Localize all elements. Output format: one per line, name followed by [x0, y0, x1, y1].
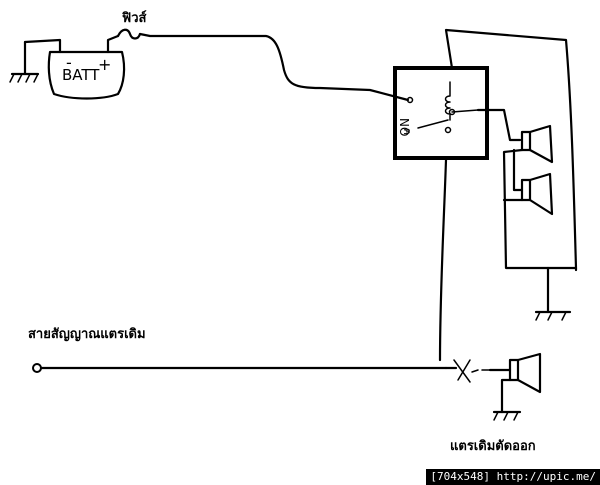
- horn-speaker-top: [520, 124, 554, 164]
- relay-nc-label: ค: [401, 128, 412, 135]
- battery-ground-symbol: [9, 40, 40, 83]
- speaker-link-wire: [512, 148, 524, 192]
- relay-terminal-a: [448, 108, 456, 116]
- battery-label: BATT: [62, 66, 100, 84]
- relay-output-wire: [476, 108, 522, 142]
- relay-to-signal-wire: [438, 158, 448, 362]
- signal-wire-terminal: [32, 363, 42, 373]
- wire-cut-mark: [444, 359, 491, 383]
- relay-box: [393, 66, 489, 160]
- speaker-wiring: [502, 148, 578, 272]
- battery-body: [47, 50, 126, 100]
- watermark-banner: [704x548] http://upic.me/: [426, 469, 600, 485]
- relay-coil-symbol: [444, 81, 451, 121]
- fuse-to-relay-wire: [138, 32, 410, 102]
- fuse-label: ฟิวส์: [122, 10, 147, 26]
- relay-no-label: NO: [397, 118, 411, 136]
- original-horn-ground-symbol: [492, 378, 522, 421]
- speaker-ground-symbol: [534, 266, 572, 321]
- relay-switch-contact: [417, 109, 479, 129]
- relay-top-wire: [444, 28, 578, 270]
- original-horn-cut-label: แตรเดิมตัดออก: [450, 439, 536, 454]
- original-signal-label: สายสัญญาณแตรเดิม: [28, 327, 146, 342]
- battery-minus-label: -: [66, 53, 72, 72]
- relay-terminal-b: [444, 126, 452, 134]
- original-horn-speaker: [488, 352, 542, 394]
- battery-positive-wire: [106, 34, 120, 54]
- horn-speaker-bottom: [520, 172, 554, 216]
- battery-plus-label: +: [98, 55, 111, 74]
- relay-terminal-no: [406, 96, 414, 104]
- battery-negative-wire: [23, 38, 62, 54]
- fuse-symbol: [116, 28, 142, 40]
